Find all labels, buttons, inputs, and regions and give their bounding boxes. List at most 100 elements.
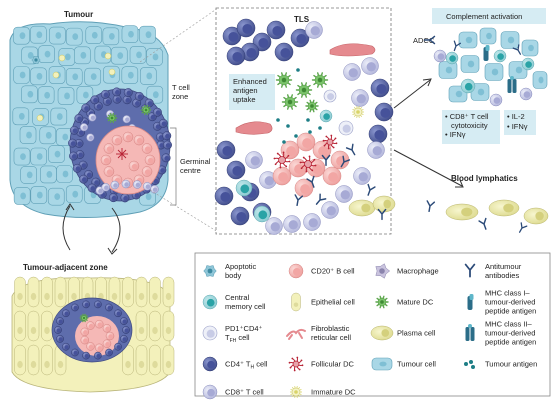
cd8-t-cell: [433, 49, 447, 63]
cd4-th-cell: [236, 18, 256, 38]
tumour-cell: [65, 27, 83, 46]
cd4-th-cell: [368, 124, 388, 144]
tumour-cell: [484, 63, 504, 81]
mature-dcs: [275, 72, 329, 113]
cd4-th-cell: [226, 46, 246, 66]
cd4-th-cell-icon: [202, 356, 218, 372]
legend-label: Tumour antigen: [485, 360, 537, 369]
tumour-cell: [74, 46, 91, 65]
legend-item: Follicular DC: [288, 356, 355, 372]
antigen-spot: [52, 71, 60, 79]
legend-label: Macrophage: [397, 267, 439, 276]
germinal-centre-label-1: Germinal: [180, 157, 211, 166]
enhanced-uptake-1: Enhanced: [233, 77, 267, 86]
follicular-dcs: [273, 134, 338, 173]
tumour-antigen: [294, 134, 298, 138]
cd4-th-cell: [112, 94, 122, 104]
cd20-b-cell: [86, 342, 95, 351]
cd4-th-cell: [81, 103, 91, 113]
antitumour-antibody: [453, 40, 462, 52]
blood-lymphatics-label: Blood lymphatics: [451, 174, 518, 183]
cd4-th-cell: [266, 20, 286, 40]
right-effector-cells: [423, 27, 548, 107]
cd8-t-cell: [101, 183, 110, 192]
antitumour-antibody: [426, 200, 436, 213]
tls-antigens: [276, 68, 322, 144]
mature-dc: [305, 99, 319, 113]
legend-item: Mature DC: [375, 295, 434, 309]
cd4-th-cell: [123, 88, 133, 98]
tumour-cell: [30, 67, 47, 86]
epithelial-cell: [41, 344, 53, 376]
tumour-cell: [38, 45, 55, 63]
legend-label: antibodies: [485, 271, 519, 280]
tumour-antigen: [318, 126, 322, 130]
legend-label: memory cell: [225, 302, 266, 311]
legend-label: Central: [225, 293, 250, 302]
legend-label: MHC class I–: [485, 289, 530, 298]
cd20-b-cell: [294, 178, 314, 198]
mature-dc: [295, 82, 313, 98]
cd8-t-cell: [361, 57, 379, 75]
legend-label: tumour-derived: [485, 329, 535, 338]
cd4-th-cell: [274, 42, 294, 62]
antigen-spot: [58, 54, 66, 62]
fibroblastic-reticular-cell-icon: [286, 328, 306, 340]
cd4-th-cell: [120, 193, 130, 203]
tumour-cell: [13, 66, 30, 84]
cd4-th-cell: [72, 163, 82, 173]
cd4-th-cell: [216, 140, 236, 160]
cd4-th-cell: [114, 342, 122, 351]
cd8-t-cell: [150, 185, 159, 194]
cd4-th-cell: [68, 138, 77, 148]
tumour-antigen: [276, 118, 280, 122]
cytokines-box: [504, 110, 536, 135]
antitumour-antibody: [377, 208, 387, 221]
tumour-cell: [19, 126, 37, 144]
cd8-t-cell: [519, 87, 533, 101]
cd8-t-cell: [321, 201, 339, 219]
cd20-b-cell: [100, 154, 112, 166]
tumour-cell: [500, 31, 520, 49]
cd20-b-cell: [80, 335, 90, 345]
epithelial-cell: [68, 276, 80, 308]
cd20-b-cell: [95, 343, 104, 353]
tumour-panel: [9, 21, 172, 219]
central-memory-cell: [445, 51, 459, 65]
cd4-th-cell: [108, 193, 118, 203]
mhc-class-2: [507, 76, 517, 93]
t-cell-zone-label-2: zone: [172, 92, 188, 101]
legend-item: CD20⁺ B cell: [288, 263, 355, 279]
blood-lymphatics-cells: [426, 199, 549, 233]
tumour-cell: [146, 48, 163, 66]
mhc-class-2: [465, 324, 475, 341]
cd8-t-cell: [86, 133, 95, 142]
cd4-th-cell: [114, 309, 122, 318]
cd8-t-cell: [367, 141, 385, 159]
cd8-t-cell: [335, 185, 353, 203]
cd8-t-cell-icon: [202, 384, 218, 400]
mature-dc: [311, 72, 329, 88]
arrow-to-blood: [393, 149, 463, 187]
tumour-cell: [30, 147, 47, 166]
tumour-cell: [102, 27, 120, 46]
plasma-cell-icon: [370, 325, 394, 341]
apoptotic-body-icon: [203, 265, 217, 277]
legend-item: Epithelial cell: [291, 292, 355, 312]
follicular-dc: [299, 155, 317, 173]
complement-activation-label: Complement activation: [446, 12, 522, 21]
tumour-cell: [37, 86, 55, 105]
legend-item: CD8⁺ T cell: [202, 384, 264, 400]
cd4-th-cell: [374, 102, 394, 122]
germinal-centre-cells: [95, 131, 159, 195]
cd4-th-cell: [71, 348, 79, 357]
central-memory-cell-icon: [202, 294, 218, 310]
germinal-centre-bracket: [170, 127, 177, 206]
cytokine-2: • IFNγ: [507, 122, 528, 131]
cd4-th-cell: [122, 326, 130, 334]
follicular-dc: [322, 134, 338, 150]
immature-dc: [352, 106, 364, 118]
cd4-th-cell: [62, 309, 70, 318]
